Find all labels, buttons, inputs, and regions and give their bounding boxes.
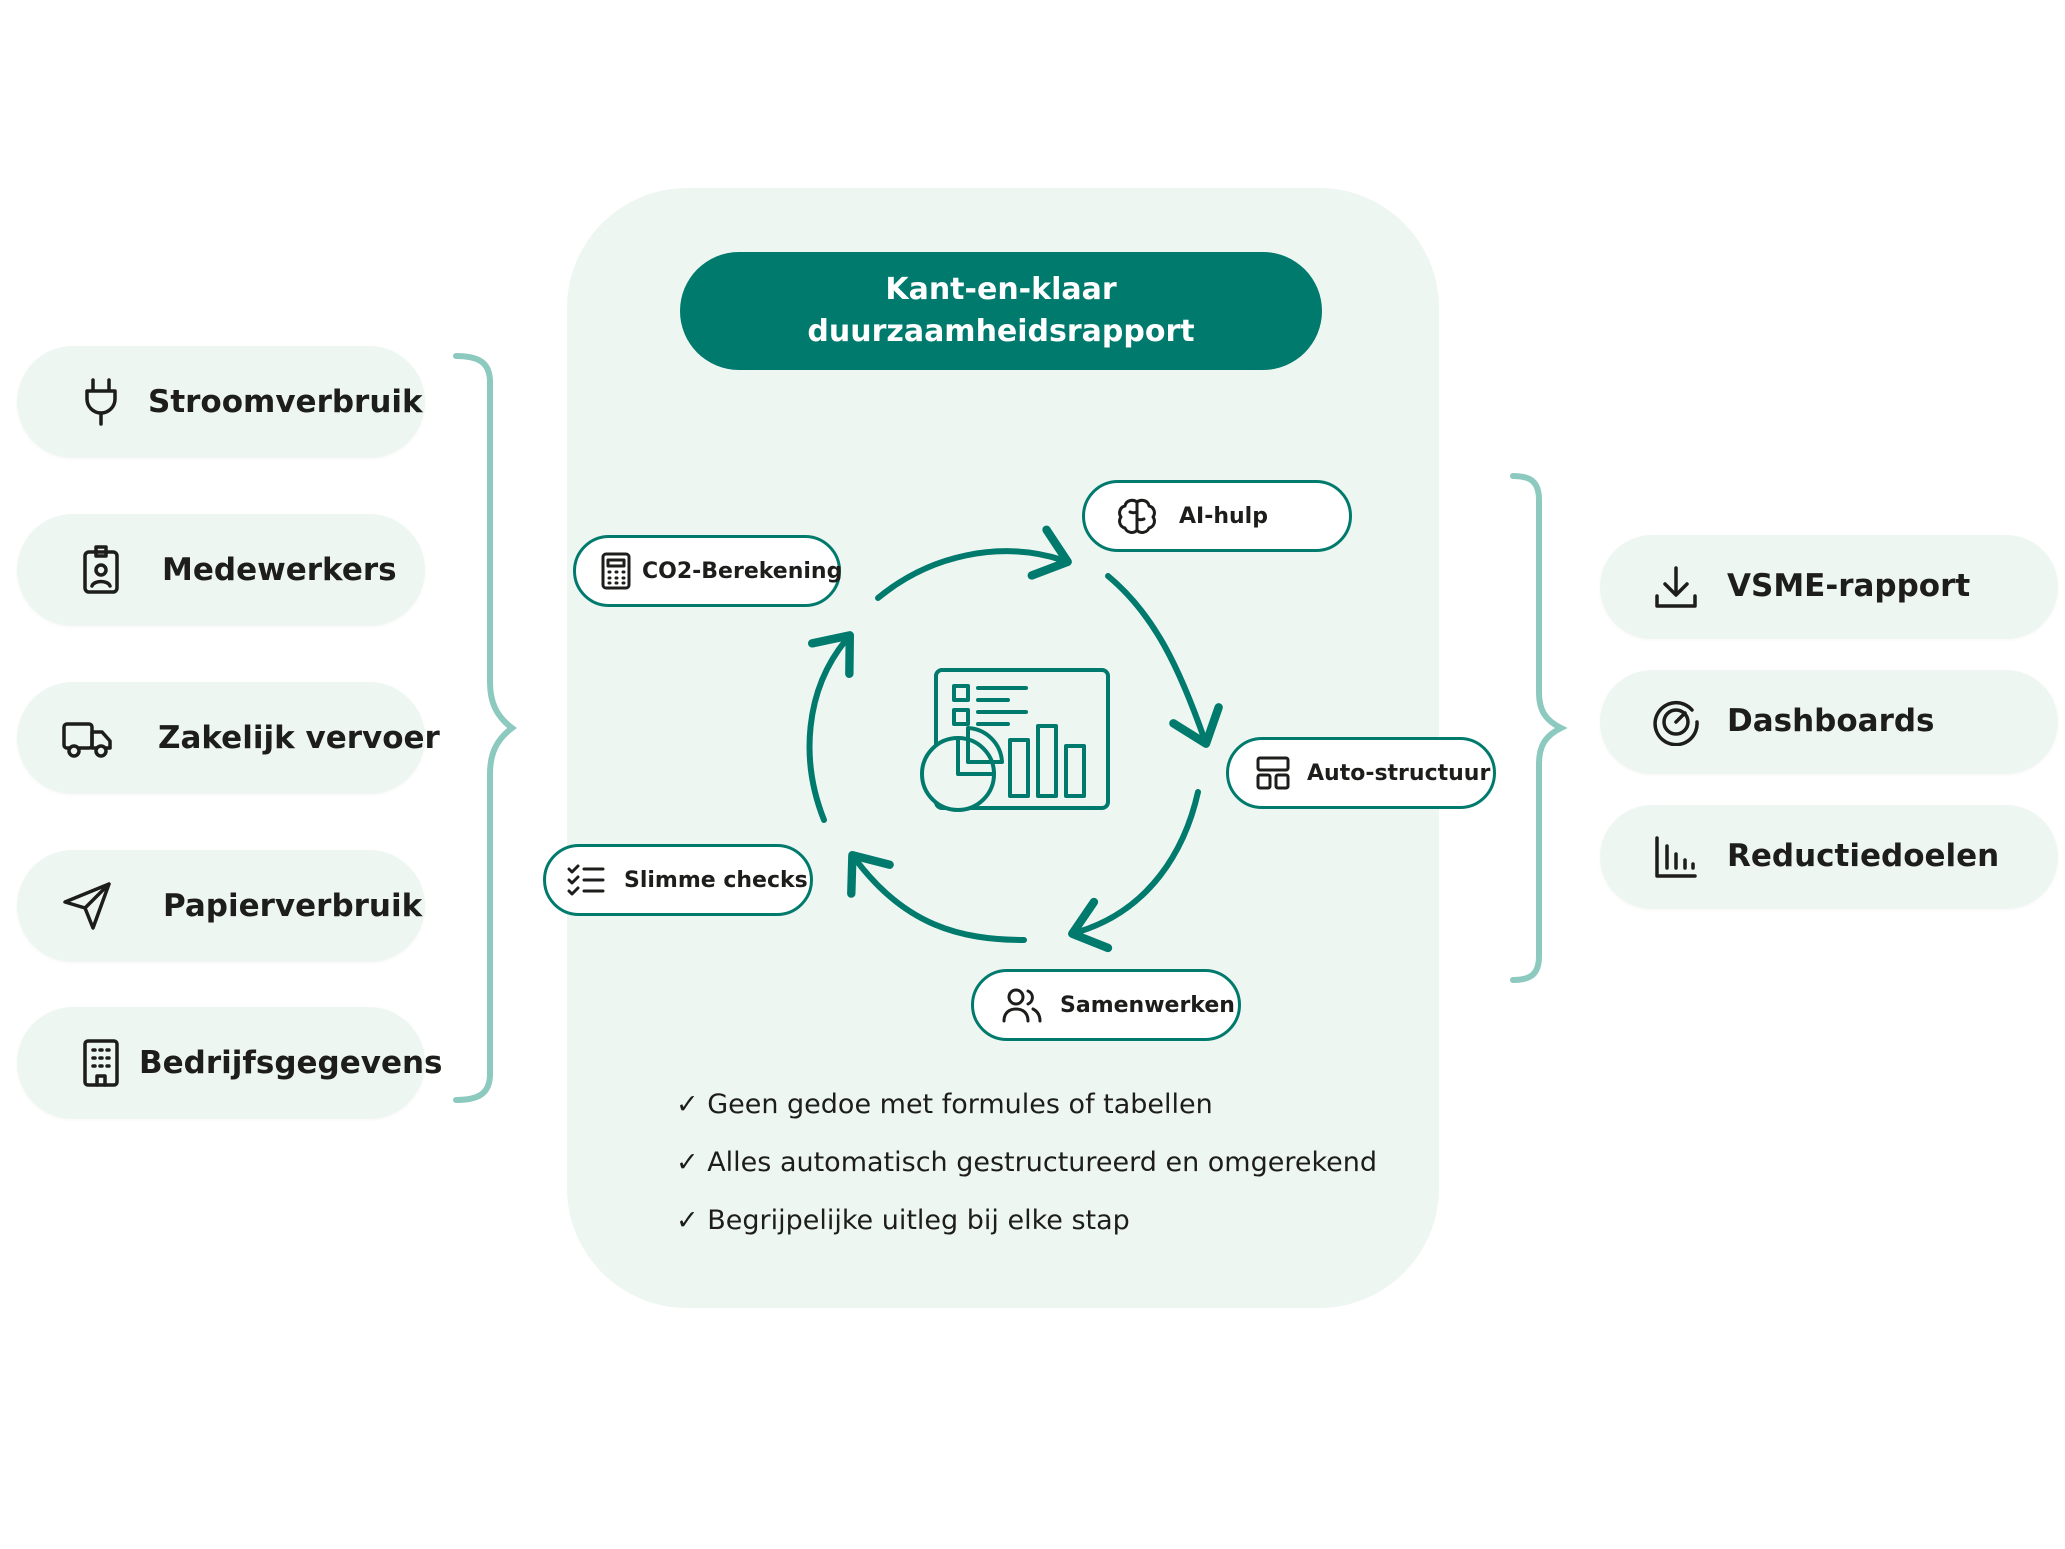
input-bedrijfsgegevens: Bedrijfsgegevens (17, 1007, 443, 1119)
right-bracket (1510, 473, 1568, 983)
output-label: VSME-rapport (1727, 568, 1971, 604)
id-badge-icon (75, 544, 127, 596)
brain-icon (1117, 496, 1157, 536)
plug-icon (75, 376, 127, 428)
node-label: Auto-structuur (1307, 760, 1491, 786)
output-reductiedoelen: Reductiedoelen (1600, 805, 2058, 909)
building-icon (75, 1037, 127, 1089)
output-label: Dashboards (1727, 703, 1935, 739)
gauge-icon (1650, 696, 1702, 748)
arrow-co2-to-ai (875, 525, 1072, 601)
bar-chart-icon (1650, 831, 1702, 883)
input-zakelijk-vervoer: Zakelijk vervoer (17, 682, 440, 794)
arrow-samen-to-checks (847, 851, 1027, 943)
node-label: Slimme checks (624, 867, 808, 893)
left-bracket (453, 353, 517, 1103)
node-slimme-checks: Slimme checks (543, 844, 813, 916)
report-dashboard-icon (920, 668, 1110, 812)
node-samenwerken: Samenwerken (971, 969, 1241, 1041)
node-co2-berekening: CO2-Berekening (573, 535, 843, 607)
node-ai-hulp: AI-hulp (1082, 480, 1352, 552)
checklist-icon (566, 860, 606, 900)
node-auto-structuur: Auto-structuur (1226, 737, 1496, 809)
input-label: Zakelijk vervoer (158, 720, 440, 756)
layout-icon (1253, 753, 1293, 793)
input-stroomverbruik: Stroomverbruik (17, 346, 425, 458)
benefit-item: ✓ Begrijpelijke uitleg bij elke stap (676, 1205, 1130, 1236)
title-banner: Kant-en-klaar duurzaamheidsrapport (680, 252, 1322, 370)
banner-line-2: duurzaamheidsrapport (807, 314, 1195, 349)
calculator-icon (600, 551, 632, 591)
input-label: Papierverbruik (163, 888, 423, 924)
truck-icon (61, 714, 113, 766)
benefit-item: ✓ Geen gedoe met formules of tabellen (676, 1089, 1213, 1120)
benefit-item: ✓ Alles automatisch gestructureerd en om… (676, 1147, 1378, 1178)
node-label: Samenwerken (1060, 992, 1235, 1018)
arrow-checks-to-co2 (806, 631, 855, 823)
input-papierverbruik: Papierverbruik (17, 850, 425, 962)
output-label: Reductiedoelen (1727, 838, 2000, 874)
banner-line-1: Kant-en-klaar (885, 272, 1117, 307)
users-icon (1002, 985, 1042, 1025)
arrow-auto-to-samen (1068, 789, 1201, 953)
node-label: AI-hulp (1179, 503, 1268, 529)
download-icon (1650, 561, 1702, 613)
arrow-ai-to-auto (1105, 573, 1223, 748)
input-label: Bedrijfsgegevens (139, 1045, 443, 1081)
paper-plane-icon (61, 880, 113, 932)
input-medewerkers: Medewerkers (17, 514, 425, 626)
input-label: Stroomverbruik (148, 384, 423, 420)
cycle-diagram (806, 525, 1223, 953)
node-label: CO2-Berekening (642, 558, 843, 584)
output-dashboards: Dashboards (1600, 670, 2058, 774)
output-vsme-rapport: VSME-rapport (1600, 535, 2058, 639)
input-label: Medewerkers (162, 552, 397, 588)
